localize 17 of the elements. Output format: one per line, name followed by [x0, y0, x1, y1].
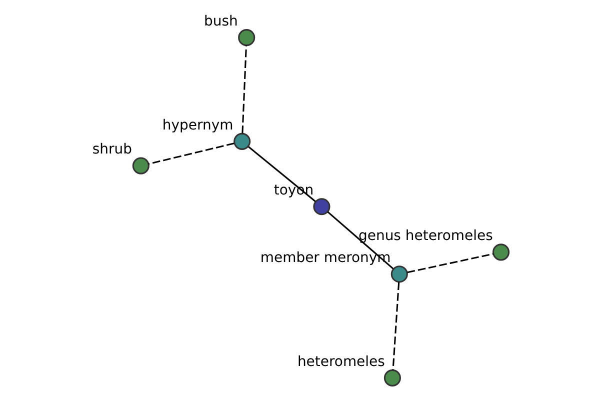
node-circle	[313, 198, 330, 216]
node-circle	[238, 29, 256, 46]
node-circle	[234, 132, 251, 150]
connector	[242, 45, 248, 134]
node-circle	[492, 244, 510, 261]
node-circle	[132, 157, 150, 174]
connector	[148, 142, 234, 165]
node-label: shrub	[92, 142, 132, 158]
connector	[392, 282, 400, 370]
node-label: hypernym	[162, 117, 234, 134]
node-label: bush	[204, 13, 238, 30]
node-label: genus heteromeles	[358, 228, 493, 244]
node-label: heteromeles	[297, 354, 385, 370]
node-circle	[390, 266, 408, 283]
node-circle	[384, 369, 401, 386]
connector	[407, 253, 494, 274]
connector	[248, 146, 316, 202]
